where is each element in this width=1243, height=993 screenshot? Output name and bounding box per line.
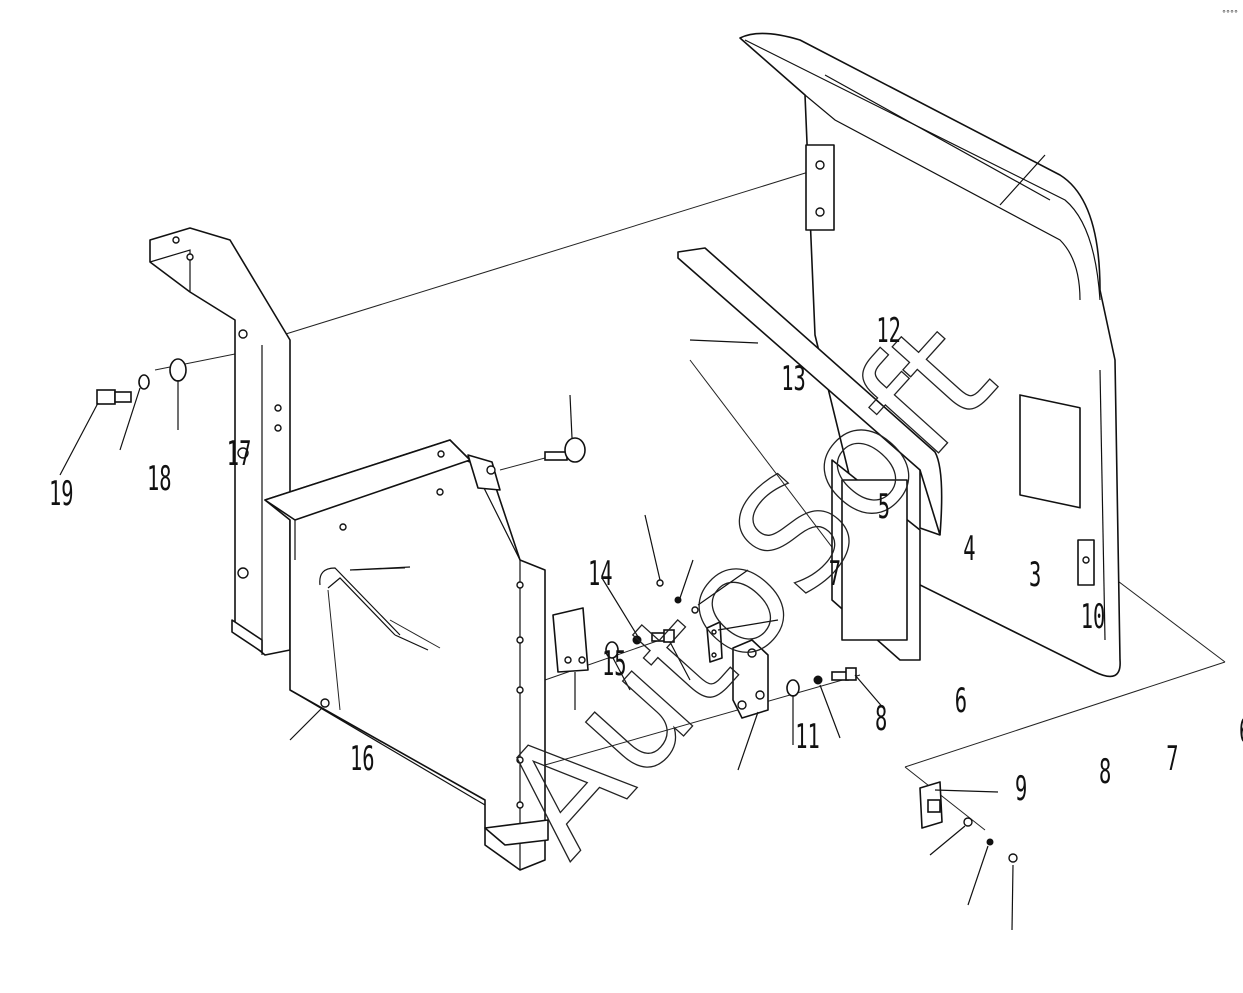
part-11-bracket xyxy=(552,607,589,673)
callout-8-right: 8 xyxy=(1099,751,1111,791)
callout-19: 19 xyxy=(49,473,74,513)
leader-lines xyxy=(59,154,1046,931)
part-14-15-handle xyxy=(319,567,441,711)
callout-10: 10 xyxy=(1081,596,1106,636)
hardware-left-bolt-set xyxy=(96,358,187,405)
part-9-plate xyxy=(732,639,769,719)
callout-18: 18 xyxy=(147,458,172,498)
left-frame-bracket xyxy=(149,227,291,656)
part-1-cover-panel xyxy=(739,32,1121,678)
corner-mark: °°°° xyxy=(1222,9,1238,18)
central-box-frame xyxy=(264,439,549,871)
callout-labels: 1 2 3 3 4 4 5 5 6 6 7 7 8 8 9 10 11 12 1… xyxy=(49,310,1243,808)
callout-14: 14 xyxy=(588,553,613,593)
part-10-bracket xyxy=(706,621,723,663)
callout-11: 11 xyxy=(795,716,820,756)
part-12-plate xyxy=(677,247,943,661)
callout-3-upper: 3 xyxy=(1029,554,1041,594)
callout-6-left: 6 xyxy=(955,680,967,720)
callout-17: 17 xyxy=(227,433,252,473)
small-hardware xyxy=(605,579,1018,863)
part-13-rubber-bumper xyxy=(544,437,586,463)
callout-7-right: 7 xyxy=(1166,738,1178,778)
callout-9: 9 xyxy=(1015,768,1027,808)
callout-7-left: 7 xyxy=(829,553,841,593)
callout-13: 13 xyxy=(781,358,806,398)
callout-15: 15 xyxy=(602,643,627,683)
callout-4-upper: 4 xyxy=(963,528,975,568)
callout-12: 12 xyxy=(876,310,901,350)
callout-5-upper: 5 xyxy=(878,486,890,526)
callout-16: 16 xyxy=(350,738,375,778)
callout-8-left: 8 xyxy=(875,698,887,738)
callout-6-right: 6 xyxy=(1239,710,1243,750)
